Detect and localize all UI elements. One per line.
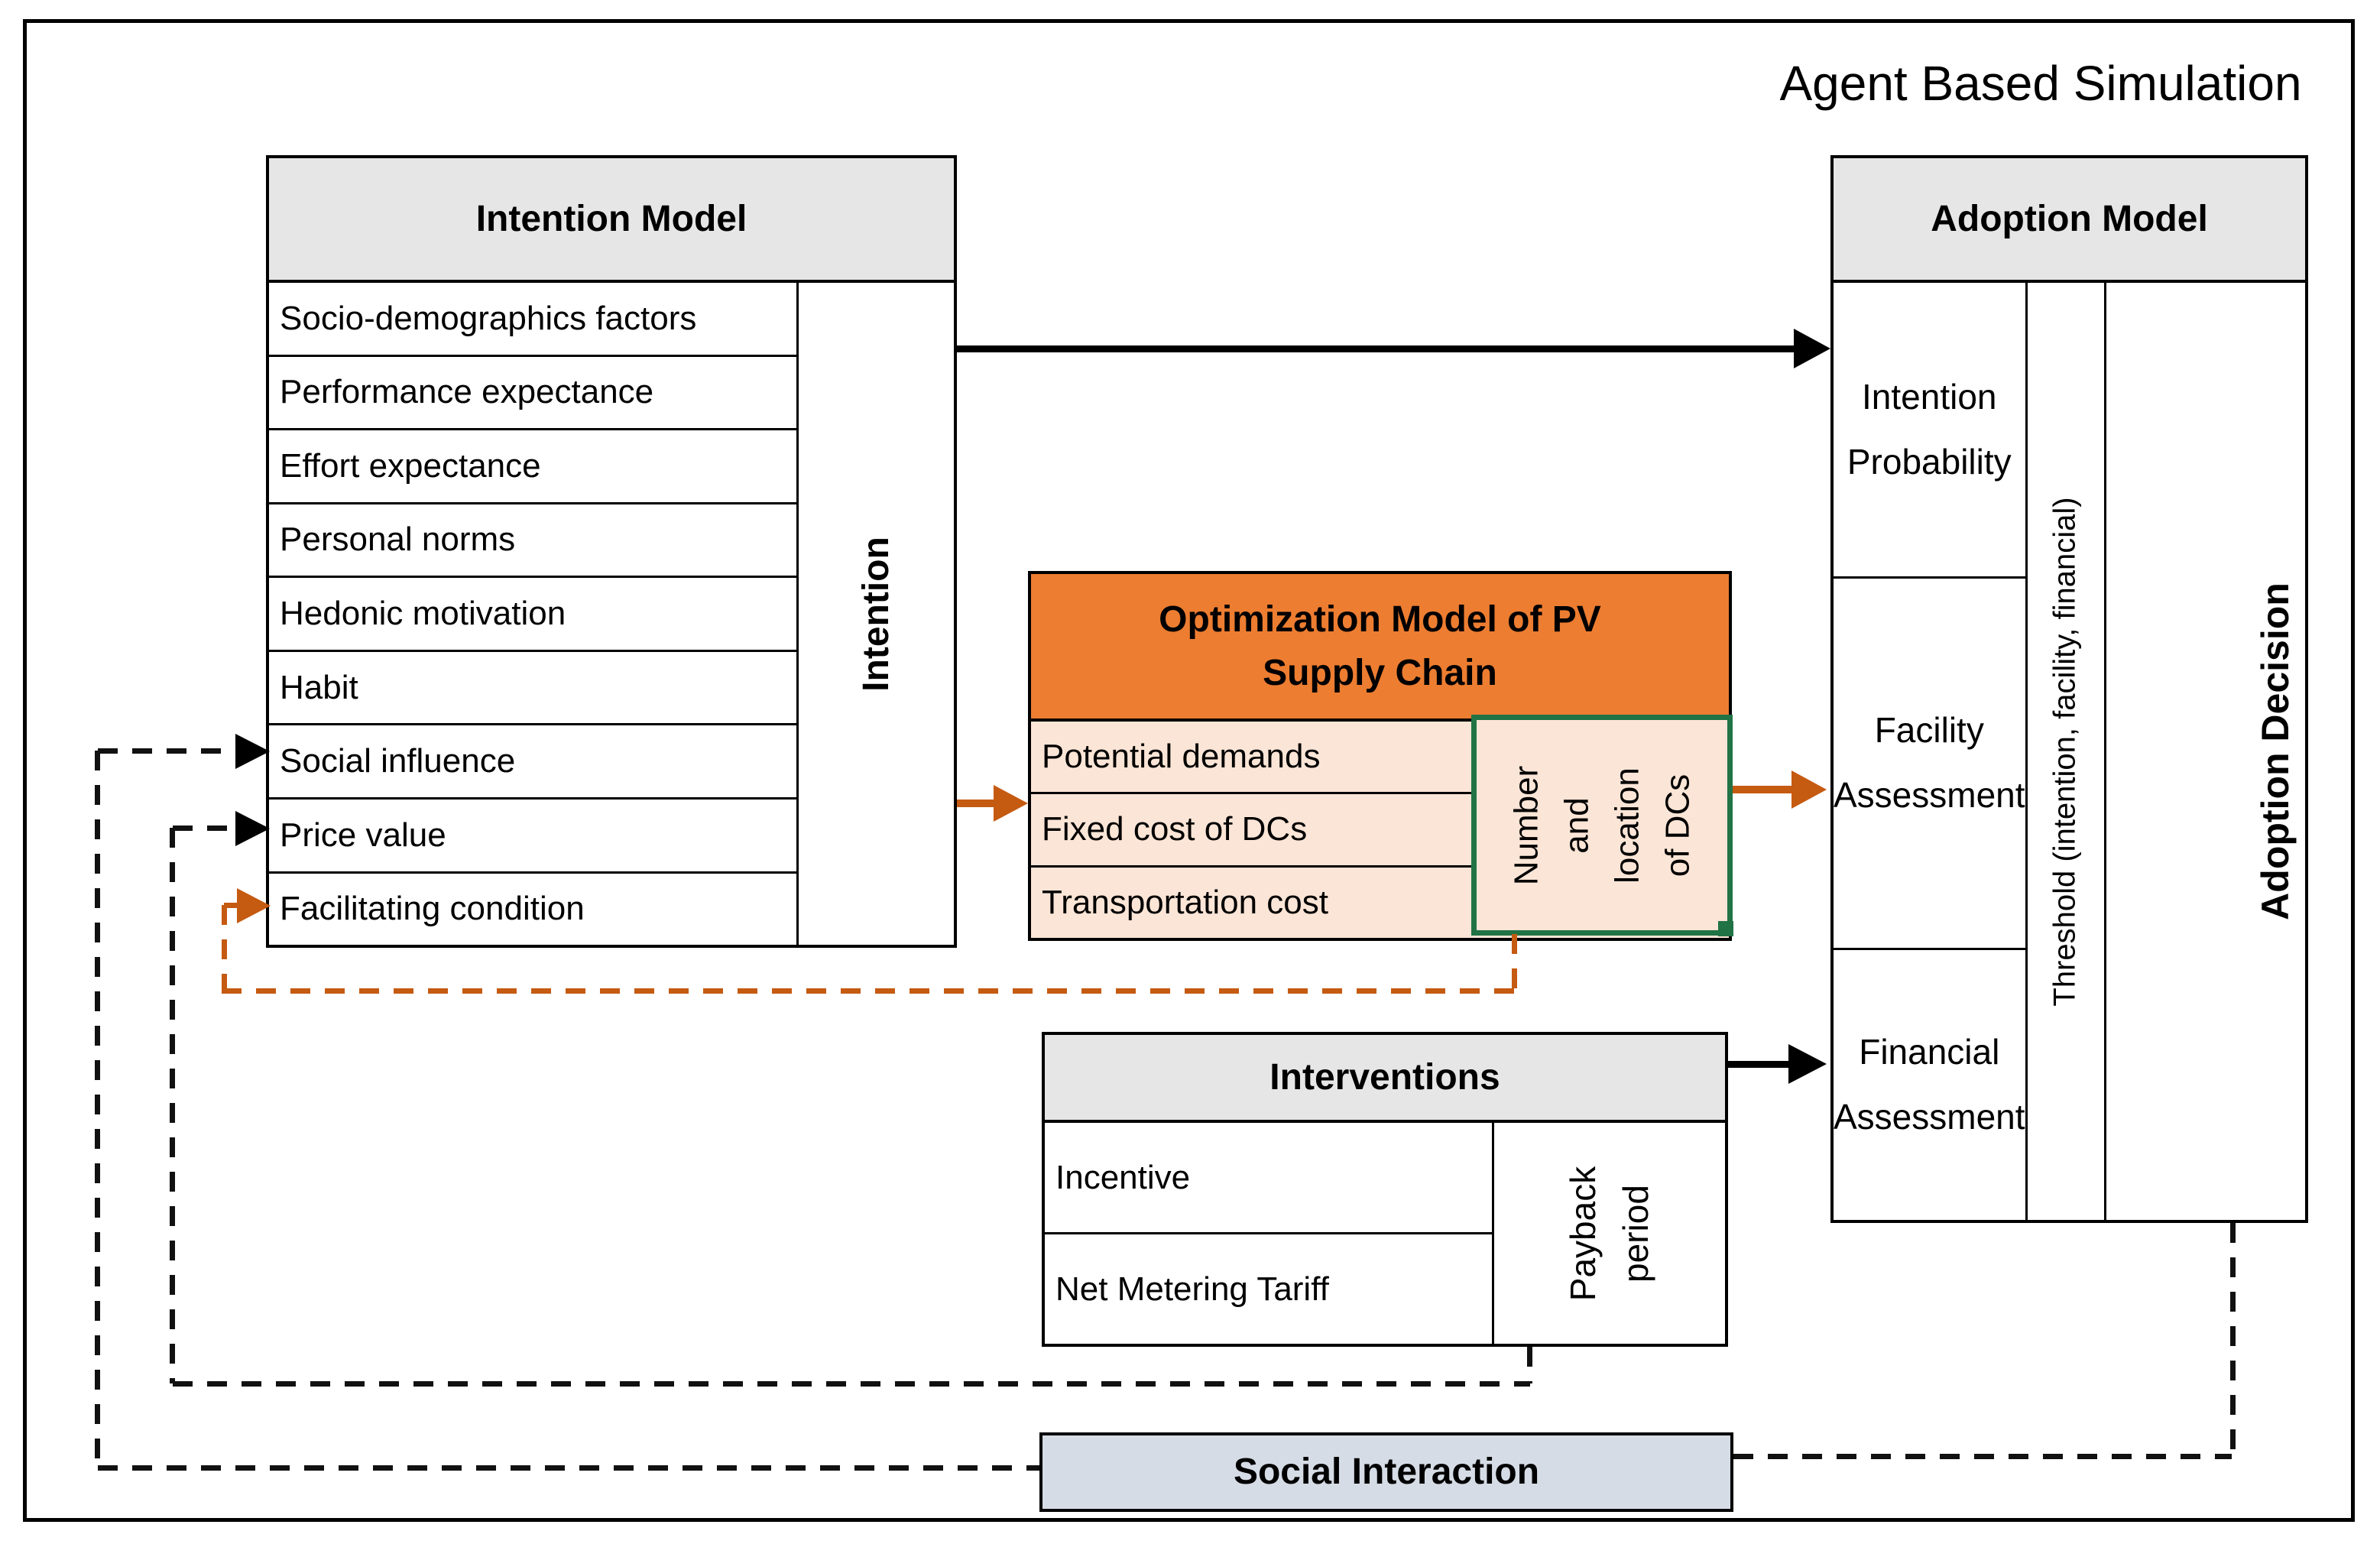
page-title: Agent Based Simulation — [1779, 56, 2302, 111]
arrowhead-social-influence-icon — [235, 734, 270, 769]
list-item: Facilitating condition — [280, 890, 585, 928]
feedback-social-top — [98, 748, 235, 754]
intention-model-title: Intention Model — [475, 198, 747, 239]
list-item: Socio-demographics factors — [269, 283, 797, 357]
intention-output-label: Intention — [856, 536, 897, 692]
adoption-threshold-label: Threshold (intention, facility, financia… — [2048, 496, 2083, 1007]
feedback-payback-vertical — [170, 828, 175, 1383]
list-item: Potential demands — [1031, 722, 1472, 795]
diagram-border — [23, 19, 2355, 1522]
arrowhead-interventions-to-adoption-icon — [1788, 1044, 1827, 1084]
adoption-decision-label: Adoption Decision — [2253, 582, 2297, 920]
list-item: Effort expectance — [269, 430, 797, 504]
arrowhead-price-value-icon — [235, 811, 270, 846]
adoption-decision-column: Adoption Decision — [2103, 283, 2380, 1220]
interventions-output-column: Payback period — [1492, 1123, 1725, 1344]
optimization-input-list: Potential demands Fixed cost of DCs Tran… — [1031, 722, 1472, 938]
list-item: Transportation cost — [1042, 883, 1328, 921]
arrowhead-facilitating-condition-icon — [237, 888, 271, 923]
interventions-list: Incentive Net Metering Tariff — [1045, 1123, 1492, 1344]
interventions-header: Interventions — [1042, 1032, 1728, 1123]
list-item: Financial Assessment — [1834, 1032, 2025, 1137]
arrow-optimization-to-adoption — [1733, 786, 1795, 793]
list-item: Net Metering Tariff — [1055, 1270, 1329, 1308]
list-item: Intention Probability — [1834, 283, 2025, 579]
adoption-model-title: Adoption Model — [1931, 198, 2208, 239]
arrowhead-optimization-to-adoption-icon — [1791, 770, 1827, 809]
intention-factor-list: Socio-demographics factors Performance e… — [269, 283, 797, 945]
intention-model-table: Socio-demographics factors Performance e… — [266, 280, 957, 948]
link-adoption-to-social-horizontal — [1733, 1454, 2232, 1459]
list-item: Facility Assessment — [1834, 579, 2025, 950]
list-item: Social influence — [269, 725, 797, 800]
list-item: Incentive — [1045, 1123, 1492, 1234]
adoption-model-header: Adoption Model — [1830, 155, 2308, 283]
social-interaction-box: Social Interaction — [1039, 1432, 1733, 1512]
optimization-output-box: Number and location of DCs — [1471, 715, 1733, 936]
feedback-social-bottom — [98, 1465, 1039, 1471]
optimization-model-header: Optimization Model of PV Supply Chain — [1028, 571, 1732, 722]
interventions-title: Interventions — [1269, 1056, 1500, 1098]
list-item: Hedonic motivation — [269, 578, 797, 652]
feedback-dcs-top — [224, 903, 241, 908]
list-item: Personal norms — [269, 504, 797, 579]
list-item: Price value — [269, 800, 797, 874]
social-interaction-label: Social Interaction — [1233, 1452, 1540, 1493]
list-item: Habit — [269, 652, 797, 726]
feedback-dcs-vertical — [222, 905, 227, 991]
selection-handle-icon — [1718, 921, 1733, 936]
feedback-social-vertical — [95, 751, 100, 1468]
feedback-dcs-stub — [1512, 934, 1517, 989]
intention-output-column: Intention — [796, 283, 954, 945]
adoption-assessment-list: Intention Probability Facility Assessmen… — [1834, 283, 2025, 1220]
feedback-payback-top — [173, 826, 235, 831]
adoption-threshold-column: Threshold (intention, facility, financia… — [2025, 283, 2104, 1220]
interventions-output-label: Payback period — [1563, 1166, 1655, 1301]
feedback-dcs-bottom — [222, 988, 1515, 994]
intention-model-header: Intention Model — [266, 155, 957, 283]
feedback-payback-bottom — [173, 1381, 1530, 1387]
arrowhead-intention-to-adoption-icon — [1794, 329, 1830, 368]
arrow-intention-to-optimization — [957, 800, 999, 807]
arrow-interventions-to-adoption — [1728, 1061, 1791, 1068]
adoption-model-table: Intention Probability Facility Assessmen… — [1830, 280, 2308, 1223]
arrow-intention-to-adoption — [957, 345, 1798, 352]
list-item: Performance expectance — [269, 357, 797, 431]
feedback-payback-stub — [1527, 1347, 1532, 1383]
link-adoption-to-social-vertical — [2230, 1223, 2236, 1456]
list-item: Fixed cost of DCs — [1031, 794, 1472, 868]
optimization-model-title: Optimization Model of PV Supply Chain — [1159, 598, 1601, 693]
arrowhead-intention-to-optimization-icon — [994, 785, 1028, 822]
optimization-output-label: Number and location of DCs — [1507, 765, 1696, 885]
interventions-table: Incentive Net Metering Tariff Payback pe… — [1042, 1120, 1728, 1347]
